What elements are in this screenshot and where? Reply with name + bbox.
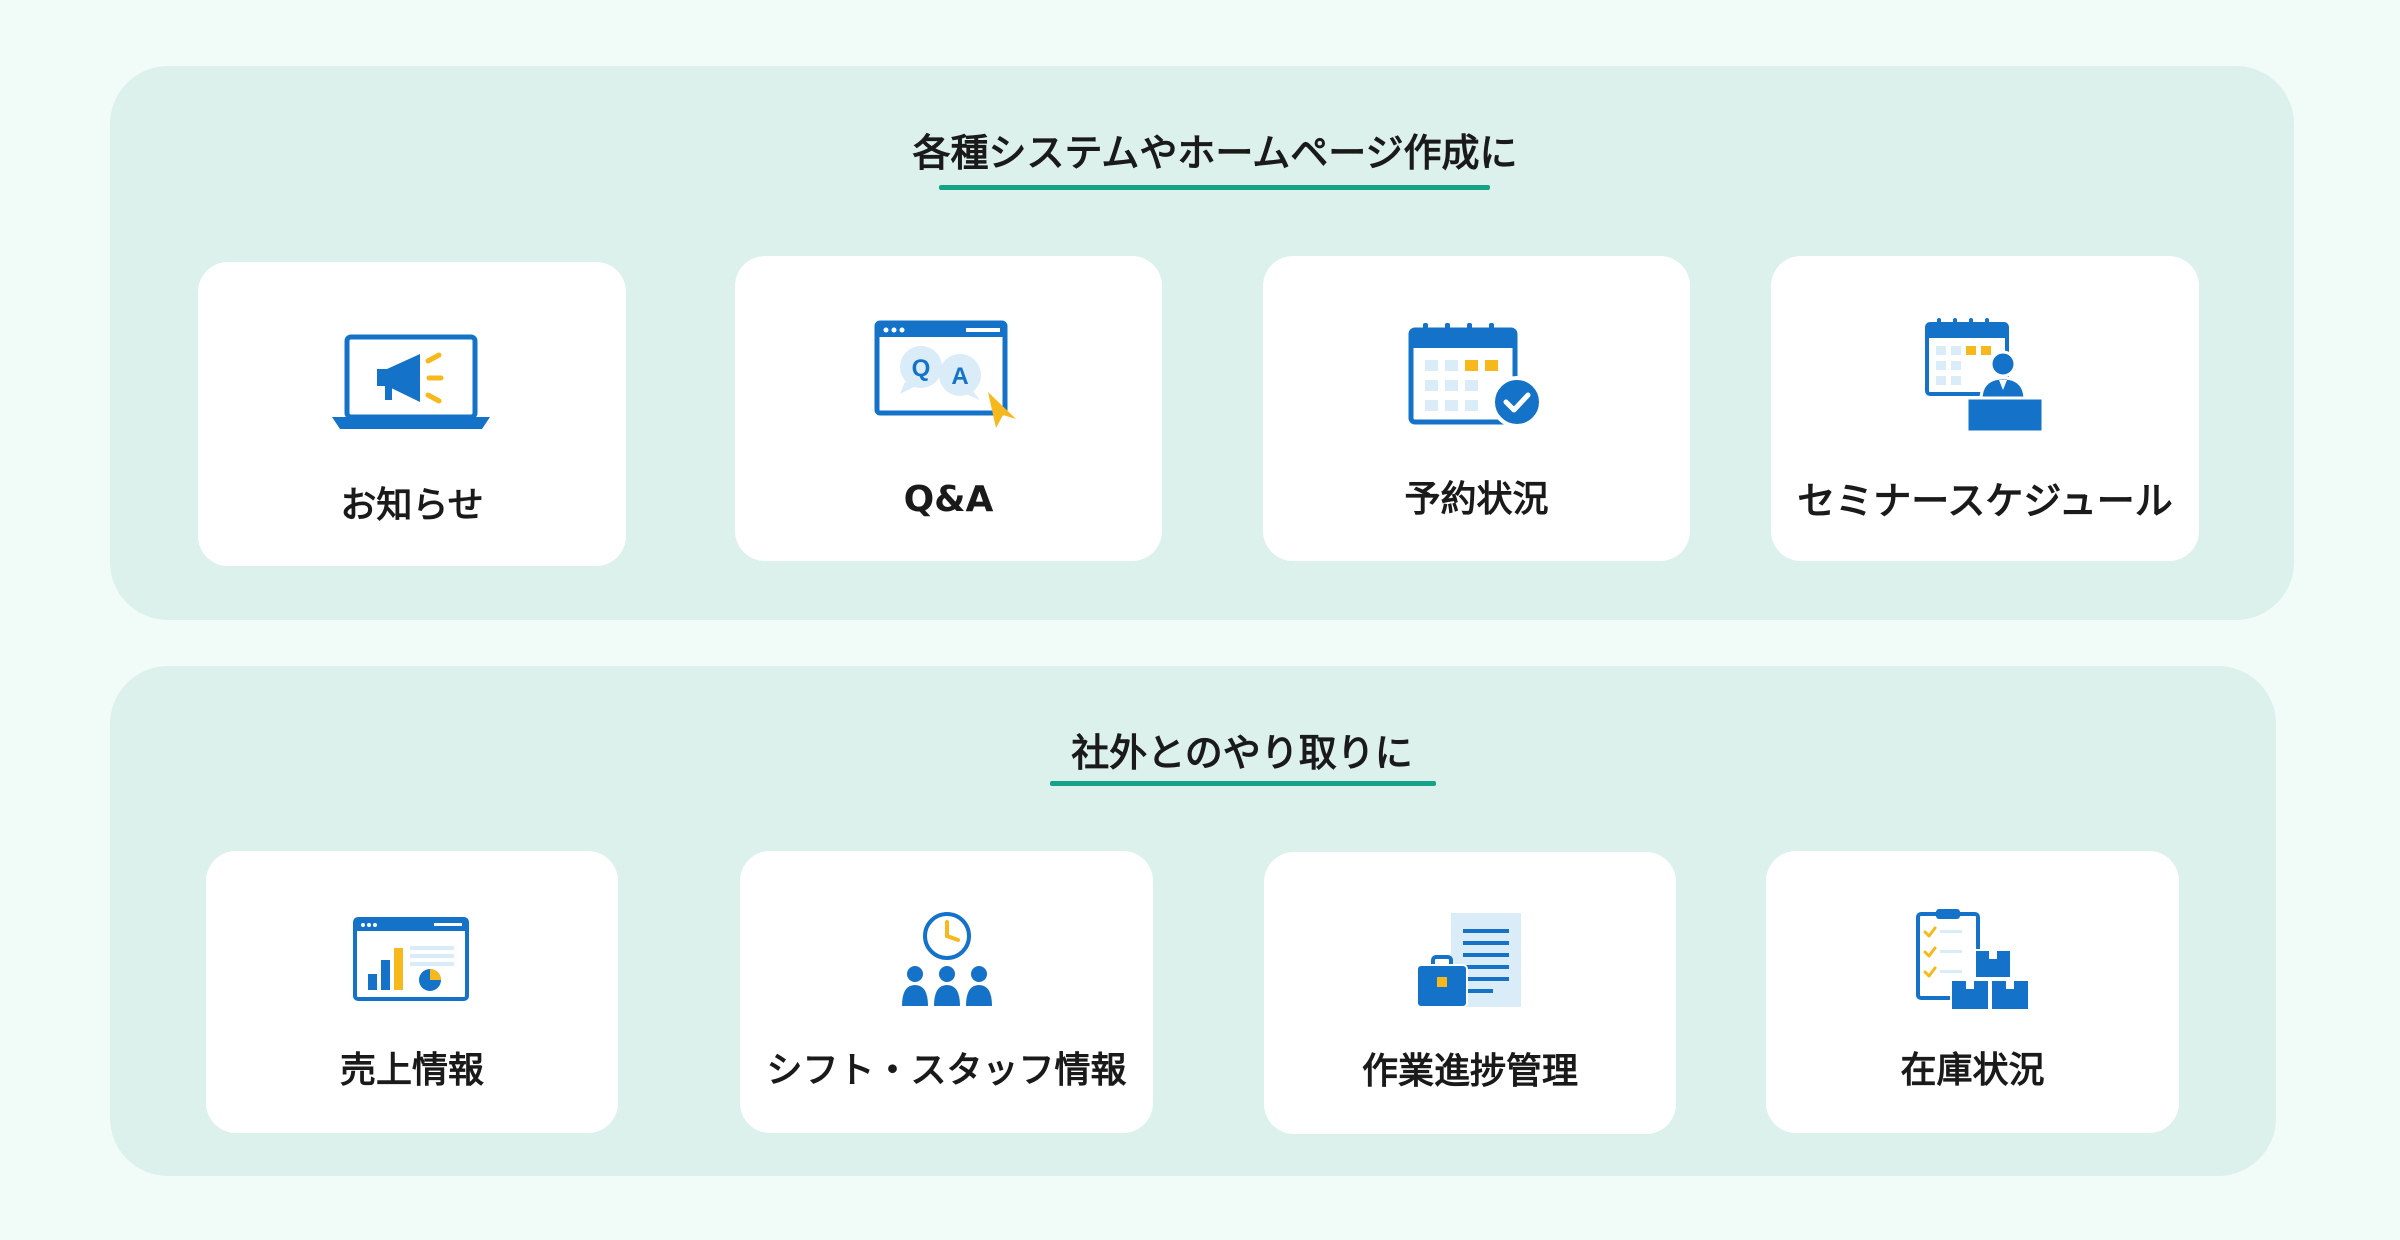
card-label-shift: シフト・スタッフ情報 bbox=[766, 1050, 1127, 1091]
card-qa[interactable]: Q A Q&A bbox=[735, 256, 1162, 561]
clock-staff-icon bbox=[740, 905, 1153, 1015]
section-heading-underline bbox=[1050, 781, 1436, 786]
card-reserve[interactable]: 予約状況 bbox=[1263, 256, 1690, 561]
svg-text:A: A bbox=[951, 363, 968, 390]
card-shift[interactable]: シフト・スタッフ情報 bbox=[740, 851, 1153, 1133]
card-label-seminar: セミナースケジュール bbox=[1797, 479, 2173, 523]
calendar-presenter-icon bbox=[1771, 316, 2199, 436]
card-label-sales: 売上情報 bbox=[339, 1050, 484, 1091]
qa-browser-icon: Q A bbox=[735, 316, 1162, 436]
card-sales[interactable]: 売上情報 bbox=[206, 851, 618, 1133]
svg-text:Q: Q bbox=[911, 355, 930, 382]
card-seminar[interactable]: セミナースケジュール bbox=[1771, 256, 2199, 561]
section-heading-systems: 各種システムやホームページ作成に bbox=[912, 131, 1518, 175]
card-label-news: お知らせ bbox=[340, 485, 484, 526]
card-stock[interactable]: 在庫状況 bbox=[1766, 851, 2179, 1133]
section-heading-underline bbox=[939, 185, 1490, 190]
briefcase-document-icon bbox=[1264, 906, 1676, 1016]
card-label-qa: Q&A bbox=[903, 479, 994, 520]
section-heading-external: 社外とのやり取りに bbox=[1071, 731, 1413, 775]
sales-chart-browser-icon bbox=[206, 905, 618, 1015]
card-label-reserve: 予約状況 bbox=[1404, 479, 1549, 520]
card-label-stock: 在庫状況 bbox=[1900, 1050, 2045, 1091]
card-progress[interactable]: 作業進捗管理 bbox=[1264, 852, 1676, 1134]
clipboard-boxes-icon bbox=[1766, 905, 2179, 1015]
calendar-check-icon bbox=[1263, 316, 1690, 436]
megaphone-laptop-icon bbox=[198, 322, 626, 442]
card-label-progress: 作業進捗管理 bbox=[1361, 1051, 1578, 1092]
card-news[interactable]: お知らせ bbox=[198, 262, 626, 566]
